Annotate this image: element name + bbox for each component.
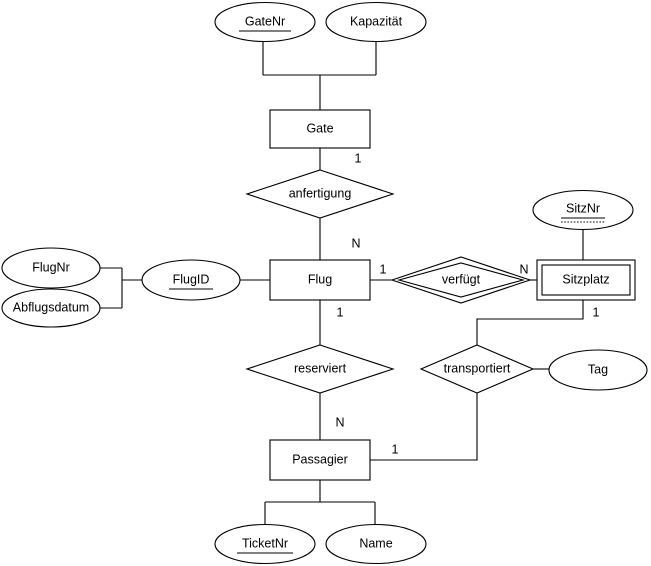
- attribute-gatenr[interactable]: GateNr: [214, 1, 316, 43]
- edge-reserviert-passagier: [370, 393, 478, 461]
- cardinality-transportiert-passagier: N: [335, 415, 344, 429]
- entity-sitzplatz-box-outer: [536, 259, 636, 301]
- attribute-name[interactable]: Name: [325, 523, 427, 565]
- relationship-verfuegt-label: verfügt: [442, 272, 481, 286]
- relationship-reserviert[interactable]: transportiert: [419, 344, 535, 394]
- cardinality-gate-anfertigung: 1: [355, 151, 362, 165]
- attribute-ticketnr-label: TicketNr: [242, 536, 288, 550]
- relationship-reserviert-label: transportiert: [444, 361, 511, 375]
- entity-gate[interactable]: Gate: [269, 109, 371, 149]
- attribute-sitznr-ellipse: [532, 189, 634, 231]
- attribute-gatenr-label: GateNr: [245, 14, 285, 28]
- entity-flug-box: [269, 259, 371, 301]
- cardinality-flug-verfuegt: 1: [380, 262, 387, 276]
- relationship-verfuegt-diamond-outer: [390, 256, 532, 304]
- attribute-abflugsdatum-ellipse: [1, 288, 101, 328]
- attribute-kapazitaet-ellipse: [325, 1, 427, 43]
- attribute-ticketnr-ellipse: [214, 523, 316, 565]
- attribute-flugnr-ellipse: [1, 247, 101, 289]
- cardinality-reserviert-passagier: 1: [392, 442, 399, 456]
- entity-flug[interactable]: Flug: [269, 259, 371, 301]
- relationship-verfuegt[interactable]: verfügt: [390, 256, 532, 304]
- cardinality-anfertigung-flug: N: [351, 236, 360, 250]
- cardinality-sitzplatz-reserviert: 1: [593, 305, 600, 319]
- attribute-abflugsdatum-label: Abflugsdatum: [13, 300, 89, 314]
- attribute-tag[interactable]: Tag: [548, 349, 648, 391]
- entity-passagier[interactable]: Passagier: [269, 439, 371, 481]
- relationship-verfuegt-diamond-inner: [396, 262, 526, 298]
- attribute-abflugsdatum[interactable]: Abflugsdatum: [1, 288, 101, 328]
- relationship-anfertigung-label: anfertigung: [289, 186, 352, 200]
- attribute-tag-label: Tag: [588, 362, 608, 376]
- attribute-sitznr[interactable]: SitzNr: [532, 189, 634, 231]
- cardinality-flug-transportiert: 1: [337, 305, 344, 319]
- entity-flug-label: Flug: [308, 272, 332, 286]
- attribute-flugid-label: FlugID: [173, 272, 210, 286]
- edge-sitzplatz-reserviert: [476, 300, 584, 345]
- relationship-transportiert-label: reserviert: [294, 361, 347, 375]
- attribute-kapazitaet-label: Kapazität: [350, 14, 403, 28]
- relationship-transportiert[interactable]: reserviert: [245, 344, 395, 394]
- attribute-tag-ellipse: [548, 349, 648, 391]
- relationship-anfertigung-diamond: [245, 169, 395, 219]
- attribute-flugid[interactable]: FlugID: [141, 259, 241, 301]
- attribute-flugid-ellipse: [141, 259, 241, 301]
- relationship-transportiert-diamond: [245, 344, 395, 394]
- entity-sitzplatz-box-inner: [541, 264, 631, 296]
- attribute-name-ellipse: [325, 523, 427, 565]
- cardinality-verfuegt-sitzplatz: N: [519, 262, 528, 276]
- attribute-kapazitaet[interactable]: Kapazität: [325, 1, 427, 43]
- entity-passagier-label: Passagier: [292, 452, 348, 466]
- entity-gate-box: [269, 109, 371, 149]
- attribute-flugnr[interactable]: FlugNr: [1, 247, 101, 289]
- attribute-gatenr-ellipse: [214, 1, 316, 43]
- entity-passagier-box: [269, 439, 371, 481]
- relationship-reserviert-diamond: [419, 344, 535, 394]
- attribute-flugnr-label: FlugNr: [32, 260, 70, 274]
- attribute-sitznr-label: SitzNr: [566, 201, 600, 215]
- entity-sitzplatz-label: Sitzplatz: [562, 272, 609, 286]
- entity-sitzplatz[interactable]: Sitzplatz: [536, 259, 636, 301]
- attribute-ticketnr[interactable]: TicketNr: [214, 523, 316, 565]
- attribute-name-label: Name: [359, 536, 392, 550]
- relationship-anfertigung[interactable]: anfertigung: [245, 169, 395, 219]
- entity-gate-label: Gate: [306, 121, 333, 135]
